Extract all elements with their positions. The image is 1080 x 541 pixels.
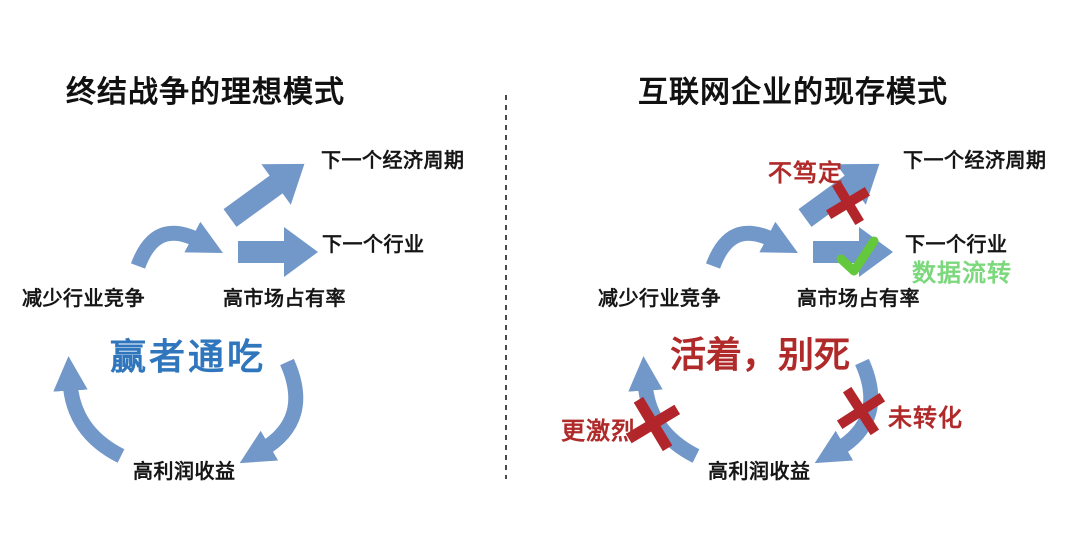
curved-connector-arrow-left <box>130 221 223 269</box>
curved-connector-arrow-right <box>705 221 798 269</box>
cycle-up-arrow-left <box>53 356 125 463</box>
right-label-next-industry: 下一个行业 <box>905 232 1008 256</box>
diagonal-up-arrow-left <box>223 163 305 227</box>
right-annotation-not-converted: 未转化 <box>888 404 963 432</box>
right-slogan-stay-alive: 活着，别死 <box>670 335 851 376</box>
right-panel-title: 互联网企业的现存模式 <box>638 75 948 110</box>
cross-icon-cycle-down <box>836 386 886 436</box>
right-annotation-data-flow: 数据流转 <box>912 259 1012 287</box>
horizontal-arrow-left <box>238 227 318 277</box>
left-label-next-cycle: 下一个经济周期 <box>321 148 465 172</box>
right-label-profit: 高利润收益 <box>708 459 811 483</box>
cross-icon-cycle-up <box>625 396 681 452</box>
cycle-down-arrow-left <box>239 358 304 464</box>
panel-divider <box>505 95 507 479</box>
left-label-profit: 高利润收益 <box>133 459 236 483</box>
check-icon-next-industry <box>836 236 879 276</box>
left-label-market-share: 高市场占有率 <box>223 286 346 310</box>
right-annotation-not-certain: 不笃定 <box>768 159 843 187</box>
right-label-reduce-competition: 减少行业竞争 <box>598 286 721 310</box>
left-label-reduce-competition: 减少行业竞争 <box>22 286 145 310</box>
right-label-next-cycle: 下一个经济周期 <box>903 148 1047 172</box>
left-slogan-winner-takes-all: 赢者通吃 <box>110 337 267 378</box>
right-annotation-more-intense: 更激烈 <box>561 417 636 445</box>
cross-icon-next-cycle <box>826 181 870 225</box>
right-label-market-share: 高市场占有率 <box>797 286 920 310</box>
cycle-down-arrow-right <box>814 358 879 464</box>
left-label-next-industry: 下一个行业 <box>322 232 425 256</box>
left-panel-title: 终结战争的理想模式 <box>66 75 345 110</box>
